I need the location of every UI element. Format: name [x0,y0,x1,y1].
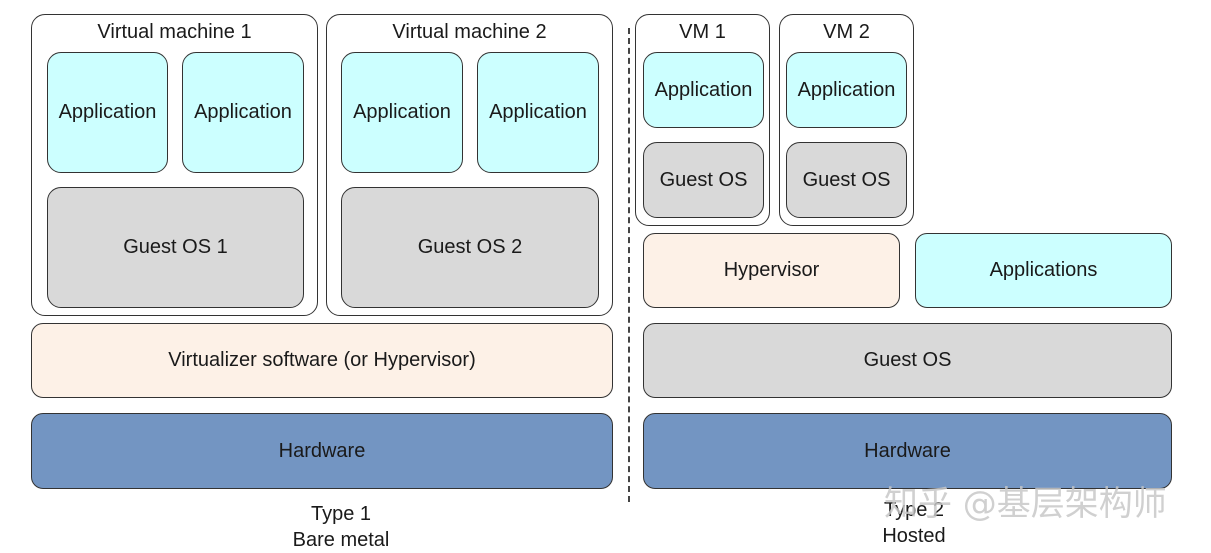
type1-vm2-application-1: Application [341,52,463,173]
type1-vm1-title: Virtual machine 1 [97,21,252,43]
type1-vm1-application-1: Application [47,52,168,173]
type1-vm1-guest-os: Guest OS 1 [47,187,304,308]
type1-vm2-guest-os: Guest OS 2 [341,187,599,308]
type2-host-os: Guest OS [643,323,1172,398]
type1-hardware: Hardware [31,413,613,489]
type2-caption: Type 2 Hosted [864,497,964,549]
type1-vm2-application-2: Application [477,52,599,173]
type2-caption-type: Type 2 [883,499,945,521]
type1-vm2-title: Virtual machine 2 [392,21,547,43]
type1-hypervisor: Virtualizer software (or Hypervisor) [31,323,613,398]
type1-caption-kind: Bare metal [292,529,390,551]
zhihu-watermark: 知乎 @基层架构师 [884,484,1167,524]
type2-vm2-guest-os: Guest OS [786,142,907,218]
type2-hardware: Hardware [643,413,1172,489]
type2-hypervisor: Hypervisor [643,233,900,308]
type2-vm2-application: Application [786,52,907,128]
type1-caption-type: Type 1 [310,503,372,525]
type2-vm1-title: VM 1 [679,21,726,43]
type2-caption-kind: Hosted [882,525,946,547]
type1-vm1-application-2: Application [182,52,304,173]
type2-vm1-application: Application [643,52,764,128]
type1-caption: Type 1 Bare metal [241,501,441,553]
type2-vm2-title: VM 2 [823,21,870,43]
type2-vm1-guest-os: Guest OS [643,142,764,218]
type2-host-applications: Applications [915,233,1172,308]
type-divider [628,28,630,502]
